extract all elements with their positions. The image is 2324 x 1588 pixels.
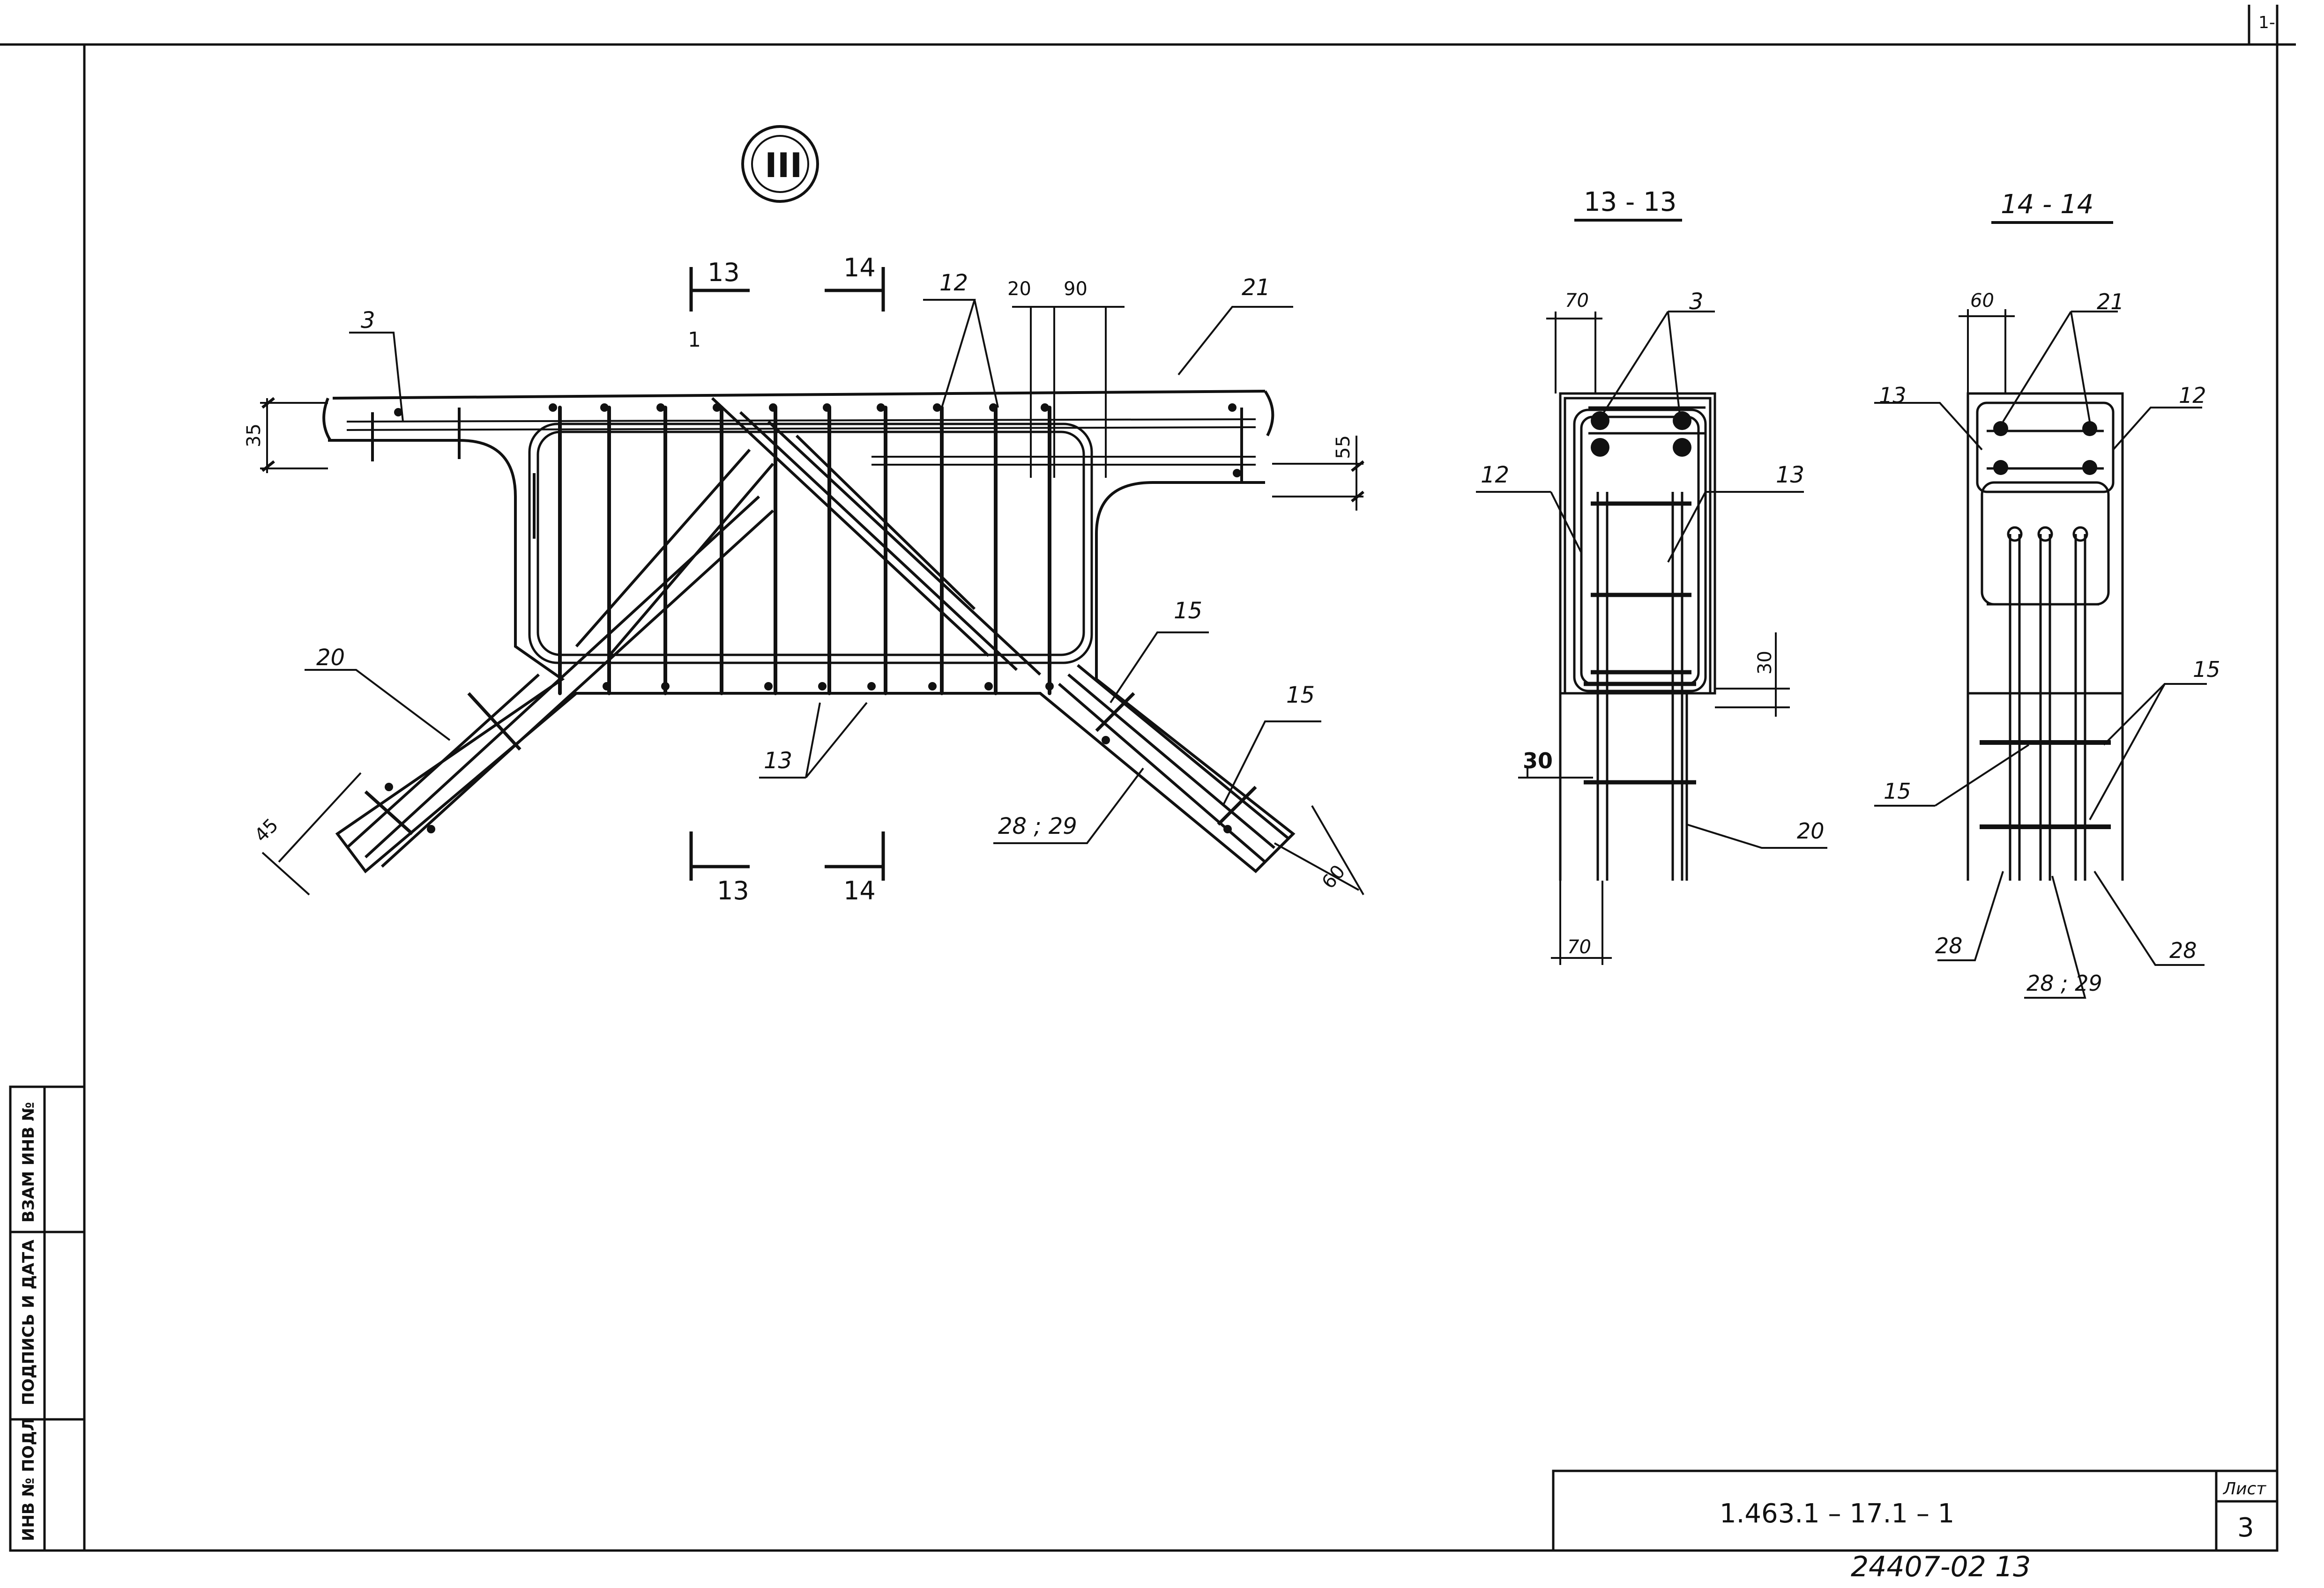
s13-pos-3: 3 bbox=[1689, 289, 1704, 315]
node-label: III bbox=[765, 146, 802, 185]
label-pos-20: 20 bbox=[316, 645, 345, 671]
title-block bbox=[1552, 1469, 2279, 1552]
mark-1: 1 bbox=[688, 328, 701, 352]
section-14-bars bbox=[1980, 430, 2111, 881]
section-13-title: 13 - 13 bbox=[1584, 187, 1676, 217]
rebar-dots bbox=[385, 403, 1241, 833]
node-marker bbox=[741, 125, 819, 203]
cut-13-top: 13 bbox=[708, 258, 740, 287]
label-pos-12: 12 bbox=[939, 270, 968, 296]
section-13-outline bbox=[1559, 392, 1716, 881]
drawing-code: 1.463.1 – 17.1 – 1 bbox=[1720, 1499, 1954, 1529]
stamp-inv-podl: ИНВ № ПОДЛ bbox=[19, 1418, 38, 1541]
chord-end-stirrups bbox=[371, 408, 1243, 539]
dim-55: 55 bbox=[1333, 435, 1354, 459]
label-pos-21: 21 bbox=[1242, 275, 1270, 301]
s14-pos-21: 21 bbox=[2097, 289, 2124, 314]
dim-35: 35 bbox=[243, 423, 265, 447]
cut-13-bottom: 13 bbox=[717, 876, 749, 905]
s13-dim-30-left: 30 bbox=[1523, 748, 1553, 773]
section-14-title: 14 - 14 bbox=[2001, 189, 2093, 220]
dim-20: 20 bbox=[1007, 278, 1031, 300]
dim-90: 90 bbox=[1064, 278, 1088, 300]
cut-14-top: 14 bbox=[843, 253, 876, 282]
top-chord-rebars bbox=[346, 418, 1256, 466]
section-13-leaders bbox=[1476, 311, 1827, 965]
vertical-stirrups bbox=[558, 406, 1051, 695]
section-13-ladder bbox=[1584, 492, 1696, 881]
s13-dim-30-right: 30 bbox=[1754, 651, 1776, 675]
s13-dim-70-top: 70 bbox=[1565, 290, 1589, 312]
section-13-bars bbox=[1591, 411, 1691, 457]
s14-pos-12: 12 bbox=[2179, 383, 2206, 408]
side-stamp bbox=[9, 1085, 86, 1552]
main-dimensions bbox=[260, 306, 1364, 896]
corner-mark: 1- bbox=[2258, 13, 2275, 32]
s14-pos-15-right: 15 bbox=[2193, 657, 2220, 682]
stamp-vzam-inv: ВЗАМ ИНВ № bbox=[19, 1102, 38, 1223]
label-pos-3: 3 bbox=[361, 307, 375, 334]
sheet-frame bbox=[0, 5, 2296, 1552]
label-pos-15b: 15 bbox=[1286, 682, 1315, 708]
s14-pos-13: 13 bbox=[1879, 383, 1907, 408]
diagonal-cross-bars bbox=[364, 692, 1257, 835]
s13-pos-13: 13 bbox=[1776, 462, 1804, 488]
main-dim-ticks bbox=[261, 397, 1364, 503]
s13-dim-70-bottom: 70 bbox=[1567, 936, 1591, 958]
dim-60: 60 bbox=[1318, 861, 1349, 893]
s14-pos-28-29: 28 ; 29 bbox=[2026, 971, 2102, 996]
s14-dim-60: 60 bbox=[1970, 290, 1994, 312]
section-cut-marks bbox=[689, 267, 885, 881]
main-leaders bbox=[305, 299, 1321, 844]
s14-pos-15-left: 15 bbox=[1884, 779, 1911, 804]
s13-pos-20: 20 bbox=[1797, 818, 1825, 844]
s14-pos-28-right: 28 bbox=[2169, 938, 2197, 963]
section-14-dots bbox=[1993, 421, 2097, 475]
label-pos-28-29: 28 ; 29 bbox=[998, 813, 1077, 839]
section-14-outline bbox=[1966, 392, 2124, 881]
stamp-signature-date: ПОДПИСЬ И ДАТА bbox=[19, 1239, 38, 1405]
sheet-number: 3 bbox=[2237, 1513, 2254, 1543]
label-pos-13: 13 bbox=[764, 748, 792, 774]
archive-number: 24407-02 13 bbox=[1851, 1551, 2031, 1583]
sheet-label: Лист bbox=[2222, 1479, 2266, 1499]
cut-14-bottom: 14 bbox=[843, 876, 876, 905]
s13-pos-12: 12 bbox=[1481, 462, 1509, 488]
section-14-leaders bbox=[1874, 309, 2207, 999]
dim-45: 45 bbox=[251, 815, 283, 847]
s14-pos-28-left: 28 bbox=[1935, 933, 1963, 958]
diagonal-rebars bbox=[345, 397, 1289, 868]
node-outline bbox=[322, 390, 1296, 874]
frame-rebar bbox=[528, 423, 1093, 664]
label-pos-15a: 15 bbox=[1174, 598, 1202, 624]
